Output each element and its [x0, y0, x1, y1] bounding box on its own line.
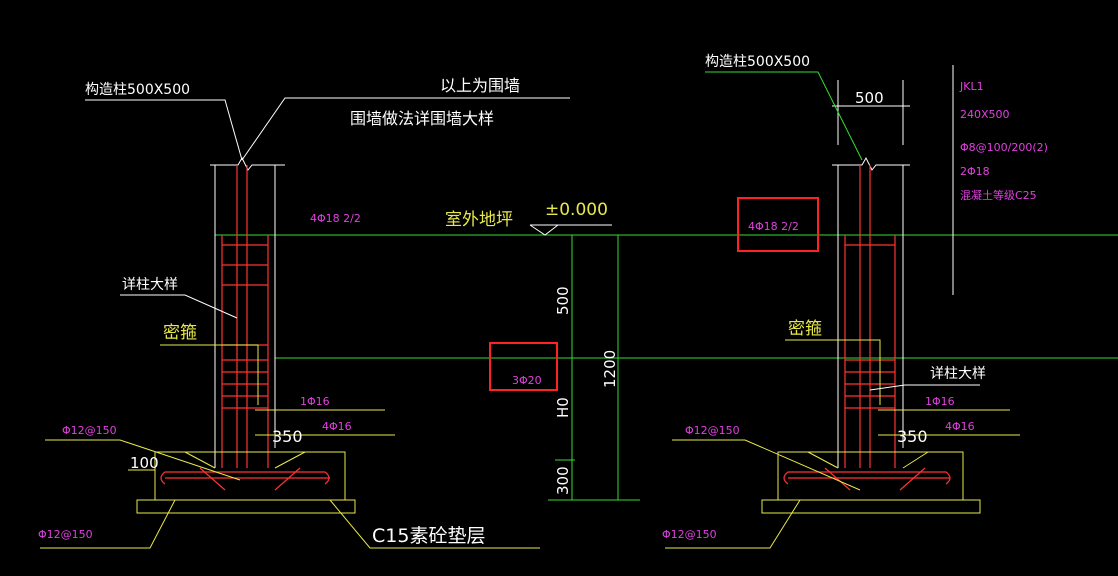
right-bar-1: 1Φ16 [925, 395, 955, 408]
wall-note-above: 以上为围墙 [440, 76, 520, 95]
highlight-box-rebar-top [737, 197, 819, 252]
left-slab-bar-bottom: Φ12@150 [38, 528, 93, 541]
right-labels: 构造柱500X500 500 4Φ18 2/2 密箍 详柱大样 1Φ16 4Φ1… [662, 54, 986, 541]
highlight-box-center-bar [489, 342, 558, 391]
beam-main-bars: 2Φ18 [960, 165, 990, 178]
elevation-marker [529, 224, 612, 236]
left-detail-ref: 详柱大样 [122, 277, 178, 293]
beam-schedule: JKL1 240X500 Φ8@100/200(2) 2Φ18 混凝土等级C25 [959, 80, 1048, 202]
right-bar-4: 4Φ16 [945, 420, 975, 433]
beam-concrete: 混凝土等级C25 [960, 188, 1037, 202]
right-dim-500: 500 [855, 89, 884, 107]
center-dimension-labels: 3Φ20 500 1200 H0 300 [512, 286, 619, 495]
dim-1200: 1200 [601, 350, 619, 388]
left-bar-1: 1Φ16 [300, 395, 330, 408]
beam-size: 240X500 [960, 108, 1010, 121]
left-stirrup-label: 密箍 [163, 323, 197, 343]
center-highlight-label: 3Φ20 [512, 374, 542, 387]
right-slab-bar-top: Φ12@150 [685, 424, 740, 437]
ground-lines [215, 234, 1118, 501]
left-bar-4: 4Φ16 [322, 420, 352, 433]
bedding-label: C15素砼垫层 [372, 525, 485, 547]
ground-label: 室外地坪 [445, 210, 513, 230]
left-column-detail [40, 97, 570, 549]
right-dim-350: 350 [897, 427, 928, 446]
right-column-detail [665, 65, 1020, 549]
right-column-label: 构造柱500X500 [705, 54, 810, 70]
left-dim-100: 100 [130, 454, 159, 472]
right-slab-bar-bottom: Φ12@150 [662, 528, 717, 541]
left-column-label: 构造柱500X500 [85, 82, 190, 98]
right-stirrup-label: 密箍 [788, 319, 822, 339]
left-dim-350: 350 [272, 427, 303, 446]
beam-name: JKL1 [959, 80, 984, 93]
left-slab-bar-top: Φ12@150 [62, 424, 117, 437]
right-rebar-top-label: 4Φ18 2/2 [748, 220, 799, 233]
dim-300: 300 [554, 466, 572, 495]
dim-h0: H0 [554, 397, 572, 418]
wall-note-detail: 围墙做法详围墙大样 [350, 109, 494, 128]
dim-500-center: 500 [554, 286, 572, 315]
elevation-label: ±0.000 [545, 200, 608, 220]
right-detail-ref: 详柱大样 [930, 366, 986, 382]
beam-stirrups: Φ8@100/200(2) [960, 141, 1048, 154]
left-labels: 构造柱500X500 以上为围墙 围墙做法详围墙大样 4Φ18 2/2 室外地坪… [38, 76, 608, 547]
left-rebar-top-label: 4Φ18 2/2 [310, 212, 361, 225]
